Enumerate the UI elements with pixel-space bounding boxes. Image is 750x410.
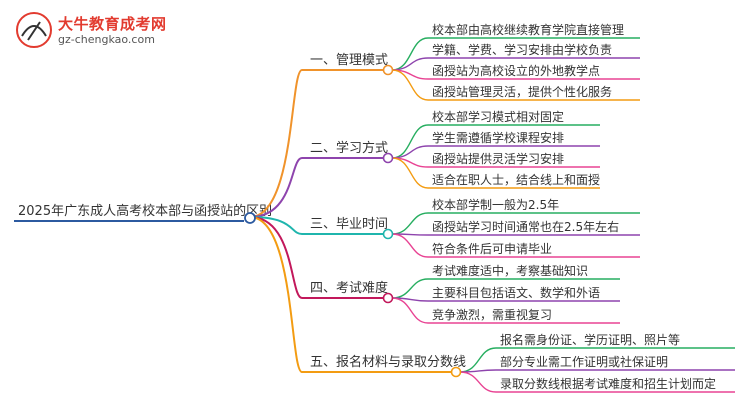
branch-node-3[interactable] xyxy=(382,228,394,240)
leaf-label: 校本部学习模式相对固定 xyxy=(432,109,564,124)
leaf-connector-2-2 xyxy=(391,145,600,159)
root-label: 2025年广东成人高考校本部与函授站的区别 xyxy=(18,203,272,219)
leaf-connector-3-2 xyxy=(391,233,640,236)
leaf-label: 报名需身份证、学历证明、照片等 xyxy=(500,332,680,347)
branch-label-4: 四、考试难度 xyxy=(310,280,388,296)
site-name: 大牛教育成考网 xyxy=(58,15,167,33)
branch-connector-3 xyxy=(249,216,383,235)
branch-label-3: 三、毕业时间 xyxy=(310,217,388,232)
leaf-label: 竞争激烈，需重视复习 xyxy=(432,307,552,322)
branch-label-5: 五、报名材料与录取分数线 xyxy=(310,354,466,370)
leaf-connector-5-1 xyxy=(459,347,735,373)
leaf-label: 主要科目包括语文、数学和外语 xyxy=(432,285,600,300)
leaf-label: 校本部由高校继续教育学院直接管理 xyxy=(432,22,624,37)
leaf-label: 函授站提供灵活学习安排 xyxy=(432,151,564,166)
leaf-connector-2-1 xyxy=(391,124,600,159)
leaf-label: 考试难度适中，考察基础知识 xyxy=(432,263,588,278)
leaf-connector-4-1 xyxy=(391,278,620,299)
branch-connector-5 xyxy=(249,216,451,373)
leaf-label: 函授站为高校设立的外地教学点 xyxy=(432,63,600,78)
logo-mark-icon xyxy=(16,12,52,48)
leaf-label: 学生需遵循学校课程安排 xyxy=(432,130,564,145)
branch-node-4[interactable] xyxy=(382,292,394,304)
leaf-label: 校本部学制一般为2.5年 xyxy=(432,197,559,212)
leaf-label: 录取分数线根据考试难度和招生计划而定 xyxy=(500,376,716,391)
branch-node-5[interactable] xyxy=(450,366,462,378)
leaf-connector-1-4 xyxy=(391,69,640,101)
root-node[interactable] xyxy=(244,212,256,224)
leaf-label: 部分专业需工作证明或社保证明 xyxy=(500,354,668,369)
branch-node-2[interactable] xyxy=(382,152,394,164)
leaf-label: 函授站学习时间通常也在2.5年左右 xyxy=(432,219,619,234)
leaf-connector-2-4 xyxy=(391,157,600,189)
leaf-connector-5-3 xyxy=(459,371,735,393)
leaf-connector-1-2 xyxy=(391,57,640,71)
leaf-connector-3-1 xyxy=(391,212,640,235)
leaf-label: 符合条件后可申请毕业 xyxy=(432,241,552,256)
branch-connector-1 xyxy=(249,69,383,218)
site-logo[interactable]: 大牛教育成考网 gz-chengkao.com xyxy=(14,10,184,50)
leaf-connector-3-3 xyxy=(391,233,640,258)
site-url: gz-chengkao.com xyxy=(58,33,155,46)
branch-node-1[interactable] xyxy=(382,64,394,76)
branch-connector-4 xyxy=(249,216,383,299)
leaf-connector-4-3 xyxy=(391,297,620,324)
leaf-label: 函授站管理灵活，提供个性化服务 xyxy=(432,84,612,99)
leaf-label: 学籍、学费、学习安排由学校负责 xyxy=(432,42,612,57)
leaf-label: 适合在职人士，结合线上和面授 xyxy=(432,172,600,187)
branch-label-2: 二、学习方式 xyxy=(310,140,388,156)
branch-connector-2 xyxy=(249,157,383,218)
branch-label-1: 一、管理模式 xyxy=(310,53,388,68)
leaf-connector-5-2 xyxy=(459,369,735,373)
